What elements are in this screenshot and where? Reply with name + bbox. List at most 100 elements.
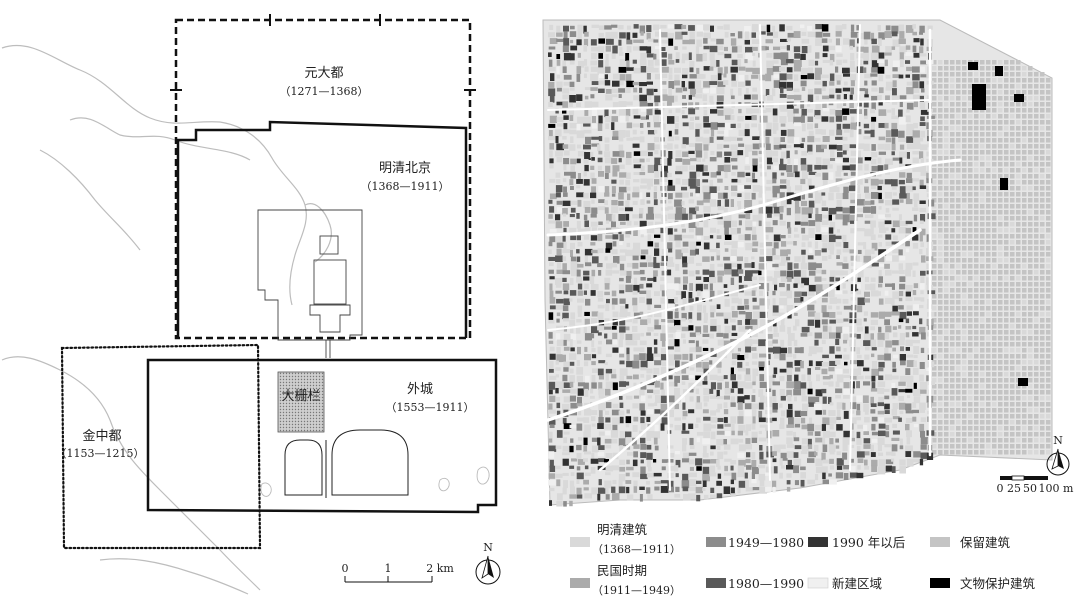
building-footprint xyxy=(577,290,583,296)
building-footprint xyxy=(1034,228,1039,233)
building-footprint xyxy=(836,298,842,304)
building-footprint xyxy=(807,368,811,375)
building-footprint xyxy=(808,284,817,292)
building-footprint xyxy=(584,346,588,352)
building-footprint xyxy=(723,486,731,494)
building-footprint xyxy=(633,179,640,183)
building-footprint xyxy=(710,347,714,353)
building-footprint xyxy=(992,372,997,377)
building-footprint xyxy=(968,252,973,257)
building-footprint xyxy=(865,346,870,351)
building-footprint xyxy=(1034,252,1039,257)
building-footprint xyxy=(891,25,899,34)
building-footprint xyxy=(772,60,779,64)
building-footprint xyxy=(786,45,790,51)
building-footprint xyxy=(786,305,794,312)
building-footprint xyxy=(716,249,721,256)
building-footprint xyxy=(913,88,920,93)
building-footprint xyxy=(738,459,746,467)
building-footprint xyxy=(998,168,1003,173)
building-footprint xyxy=(688,108,696,115)
building-footprint xyxy=(938,96,943,101)
building-footprint xyxy=(919,318,923,325)
building-footprint xyxy=(986,276,991,281)
building-footprint xyxy=(598,395,605,399)
building-footprint xyxy=(583,361,589,367)
building-footprint xyxy=(654,213,662,219)
building-footprint xyxy=(1016,426,1021,431)
building-footprint xyxy=(772,339,778,344)
building-footprint xyxy=(1046,126,1051,131)
building-footprint xyxy=(808,402,814,407)
building-footprint xyxy=(548,431,553,439)
building-footprint xyxy=(878,74,884,82)
building-footprint xyxy=(822,354,829,359)
building-footprint xyxy=(808,396,816,404)
building-footprint xyxy=(905,45,911,50)
building-footprint xyxy=(1046,420,1051,425)
building-footprint xyxy=(633,451,638,458)
building-footprint xyxy=(962,450,967,455)
building-footprint xyxy=(1040,78,1045,83)
building-footprint xyxy=(752,403,759,409)
building-footprint xyxy=(710,87,716,94)
building-footprint xyxy=(864,186,869,193)
building-footprint xyxy=(1034,222,1039,227)
building-footprint xyxy=(892,80,897,88)
building-footprint xyxy=(668,151,673,159)
building-footprint xyxy=(1028,432,1033,437)
building-footprint xyxy=(905,115,911,123)
building-footprint xyxy=(800,262,808,270)
building-footprint xyxy=(968,414,973,419)
building-footprint xyxy=(724,269,732,275)
building-footprint xyxy=(612,403,619,409)
building-footprint xyxy=(682,444,687,452)
building-footprint xyxy=(591,52,597,60)
building-footprint xyxy=(689,445,695,449)
building-footprint xyxy=(968,186,973,191)
building-footprint xyxy=(646,481,650,485)
building-footprint xyxy=(569,494,577,499)
building-footprint xyxy=(950,264,955,269)
building-footprint xyxy=(986,348,991,353)
building-footprint xyxy=(962,180,967,185)
legend-item-after-1990: 1990 年以后 xyxy=(808,535,905,550)
building-footprint xyxy=(1046,330,1051,335)
building-footprint xyxy=(863,444,871,449)
building-footprint xyxy=(1010,432,1015,437)
building-footprint xyxy=(788,417,794,425)
building-footprint xyxy=(563,115,569,120)
building-footprint xyxy=(823,381,830,386)
building-footprint xyxy=(842,59,848,64)
building-footprint xyxy=(633,486,638,493)
building-footprint xyxy=(932,408,937,413)
building-footprint xyxy=(654,144,660,150)
building-footprint xyxy=(571,333,577,340)
building-footprint xyxy=(709,136,714,143)
building-footprint xyxy=(1022,168,1027,173)
building-footprint xyxy=(829,319,836,324)
building-footprint xyxy=(605,66,611,73)
building-footprint xyxy=(640,228,648,236)
building-footprint xyxy=(688,256,695,264)
building-footprint xyxy=(814,200,821,204)
building-footprint xyxy=(549,424,555,428)
building-footprint xyxy=(612,102,619,109)
building-footprint xyxy=(745,361,749,367)
building-footprint xyxy=(1022,384,1027,389)
building-footprint xyxy=(745,88,749,94)
building-footprint xyxy=(793,465,799,474)
building-footprint xyxy=(898,417,902,422)
building-footprint xyxy=(870,277,876,282)
building-footprint xyxy=(998,222,1003,227)
building-footprint xyxy=(752,143,760,150)
building-footprint xyxy=(974,324,979,329)
building-footprint xyxy=(885,95,890,103)
building-footprint xyxy=(716,229,720,234)
building-footprint xyxy=(604,438,612,444)
building-footprint xyxy=(731,74,736,81)
building-footprint xyxy=(625,158,632,165)
building-footprint xyxy=(1010,354,1015,359)
building-footprint xyxy=(1040,234,1045,239)
building-footprint xyxy=(808,207,813,214)
